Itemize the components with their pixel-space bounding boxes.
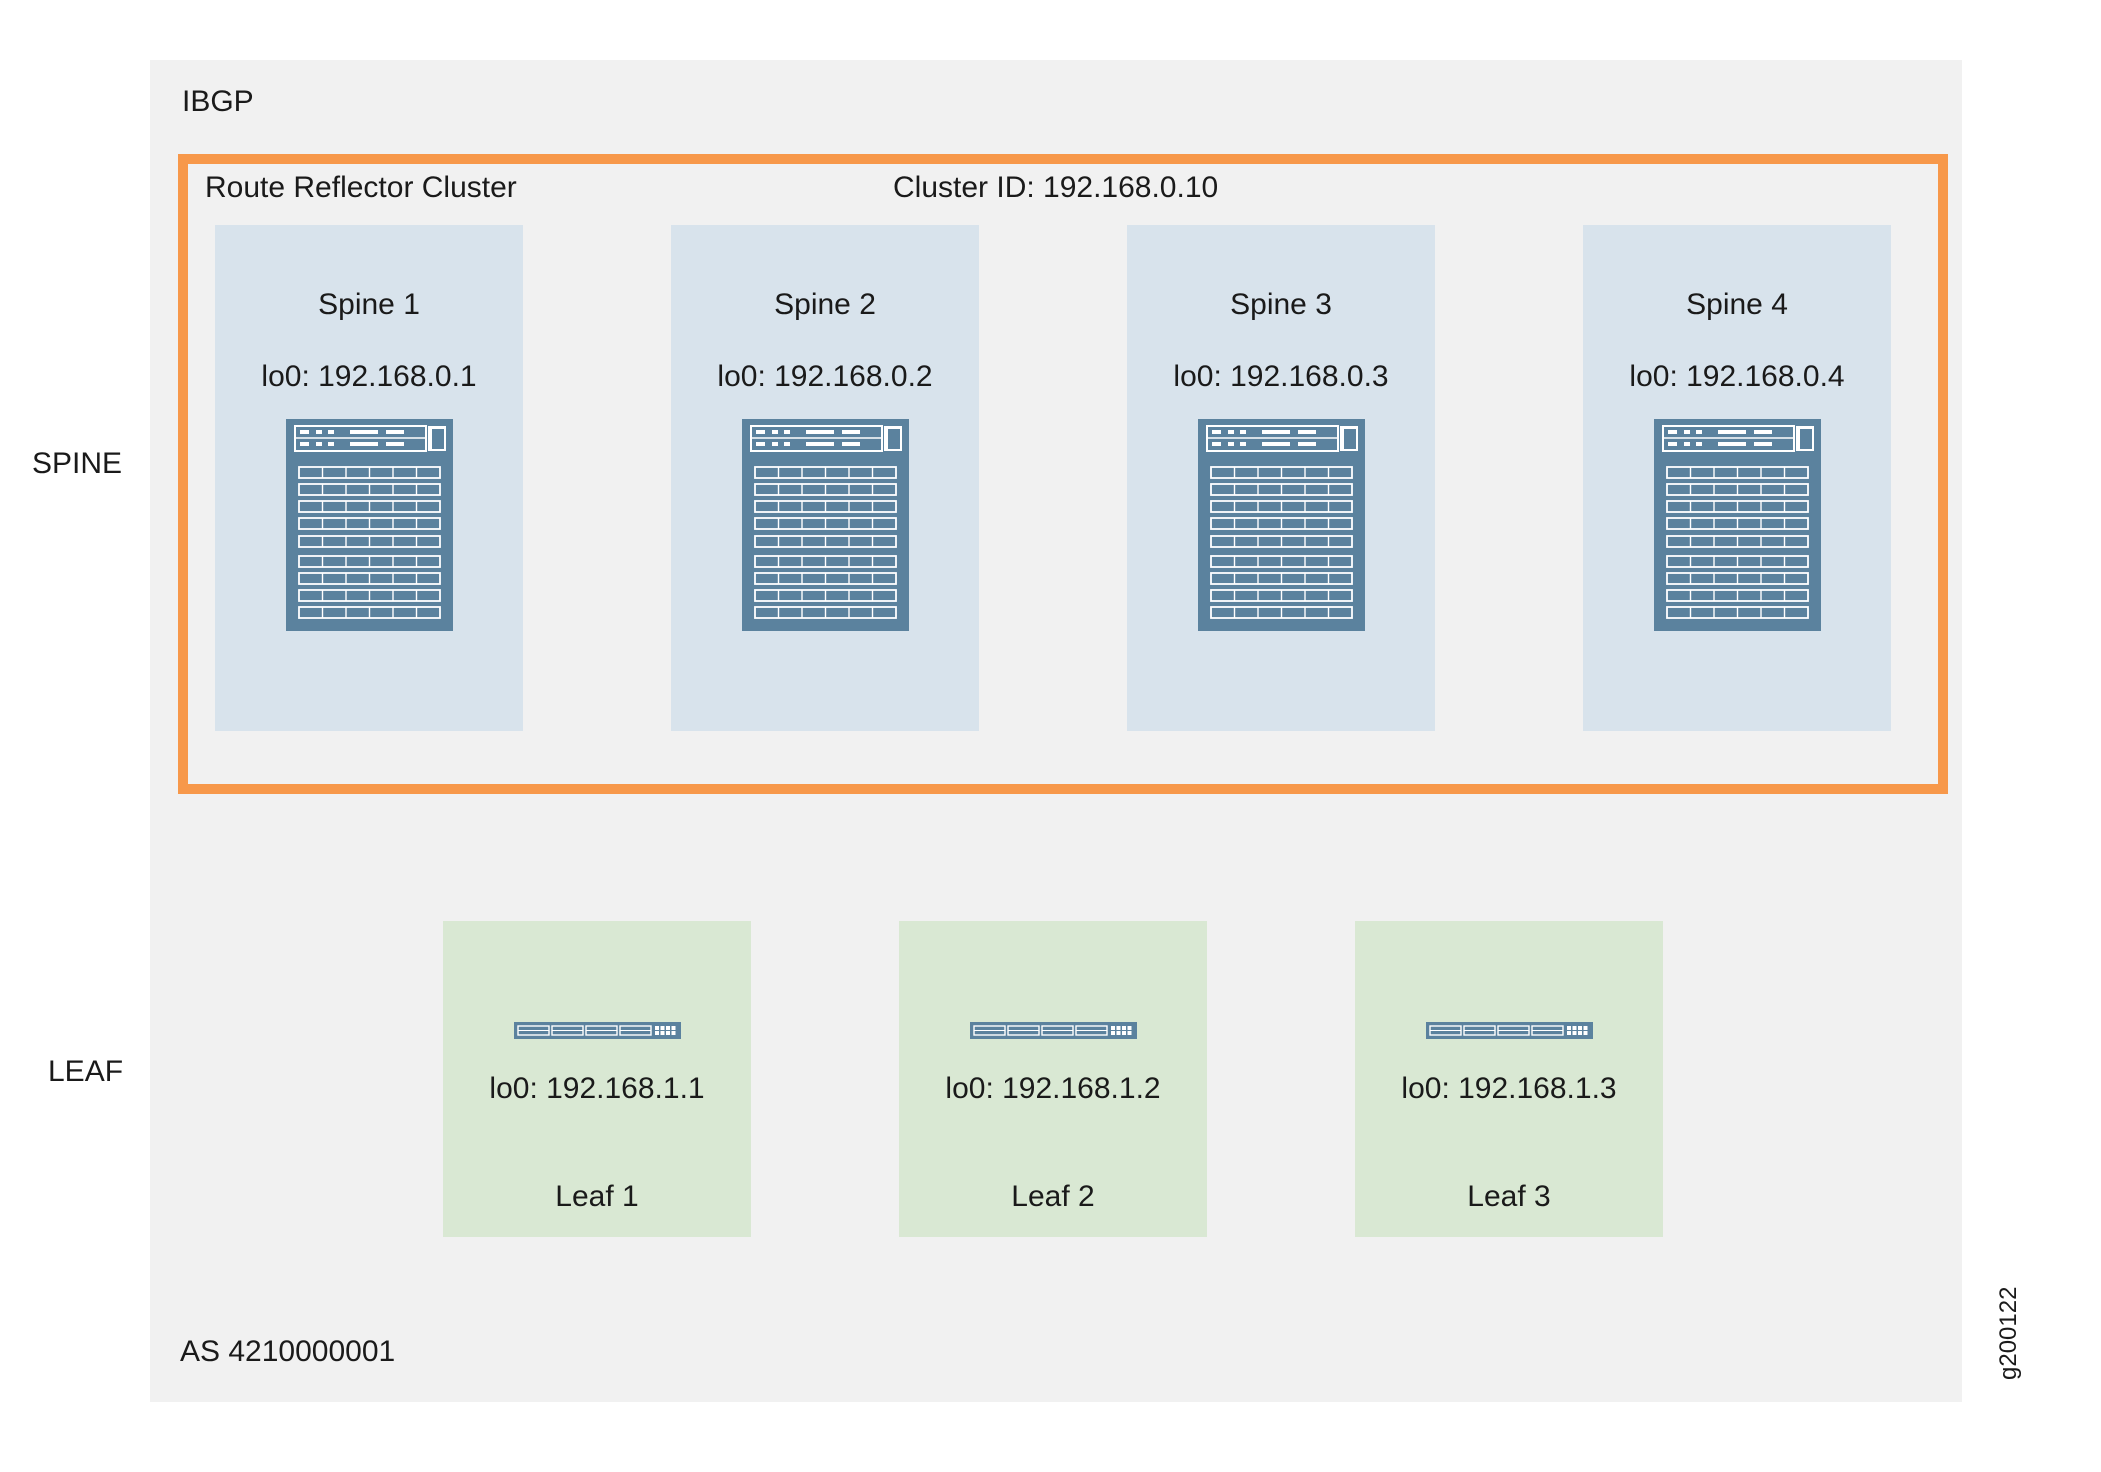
leaf-layer-label: LEAF xyxy=(48,1055,124,1088)
leaf-box: lo0: 192.168.1.3 Leaf 3 xyxy=(1355,921,1663,1237)
cluster-id: Cluster ID: 192.168.0.10 xyxy=(893,171,1219,204)
spine-loopback: lo0: 192.168.0.1 xyxy=(261,360,477,393)
leaf-loopback: lo0: 192.168.1.2 xyxy=(945,1072,1161,1105)
spine-name: Spine 1 xyxy=(318,288,420,321)
leaf-name: Leaf 2 xyxy=(1011,1180,1095,1213)
leaf-name: Leaf 3 xyxy=(1467,1180,1551,1213)
route-reflector-cluster-frame xyxy=(178,154,1948,794)
spine-box: Spine 1 lo0: 192.168.0.1 xyxy=(215,225,523,731)
rack-switch-icon xyxy=(514,1022,681,1039)
rack-switch-icon xyxy=(1426,1022,1593,1039)
cluster-title: Route Reflector Cluster xyxy=(205,171,517,204)
spine-name: Spine 2 xyxy=(774,288,876,321)
spine-loopback: lo0: 192.168.0.4 xyxy=(1629,360,1845,393)
leaf-box: lo0: 192.168.1.2 Leaf 2 xyxy=(899,921,1207,1237)
spine-box: Spine 2 lo0: 192.168.0.2 xyxy=(671,225,979,731)
spine-name: Spine 4 xyxy=(1686,288,1788,321)
spine-box: Spine 4 lo0: 192.168.0.4 xyxy=(1583,225,1891,731)
leaf-loopback: lo0: 192.168.1.3 xyxy=(1401,1072,1617,1105)
leaf-box: lo0: 192.168.1.1 Leaf 1 xyxy=(443,921,751,1237)
rack-switch-icon xyxy=(970,1022,1137,1039)
leaf-name: Leaf 1 xyxy=(555,1180,639,1213)
leaf-loopback: lo0: 192.168.1.1 xyxy=(489,1072,705,1105)
chassis-switch-icon xyxy=(286,419,453,631)
chassis-switch-icon xyxy=(742,419,909,631)
chassis-switch-icon xyxy=(1654,419,1821,631)
spine-loopback: lo0: 192.168.0.2 xyxy=(717,360,933,393)
chassis-switch-icon xyxy=(1198,419,1365,631)
spine-loopback: lo0: 192.168.0.3 xyxy=(1173,360,1389,393)
spine-name: Spine 3 xyxy=(1230,288,1332,321)
spine-box: Spine 3 lo0: 192.168.0.3 xyxy=(1127,225,1435,731)
as-number-label: AS 4210000001 xyxy=(180,1335,396,1368)
spine-layer-label: SPINE xyxy=(32,447,123,480)
ibgp-label: IBGP xyxy=(182,85,254,118)
figure-id: g200122 xyxy=(1995,1286,2022,1380)
